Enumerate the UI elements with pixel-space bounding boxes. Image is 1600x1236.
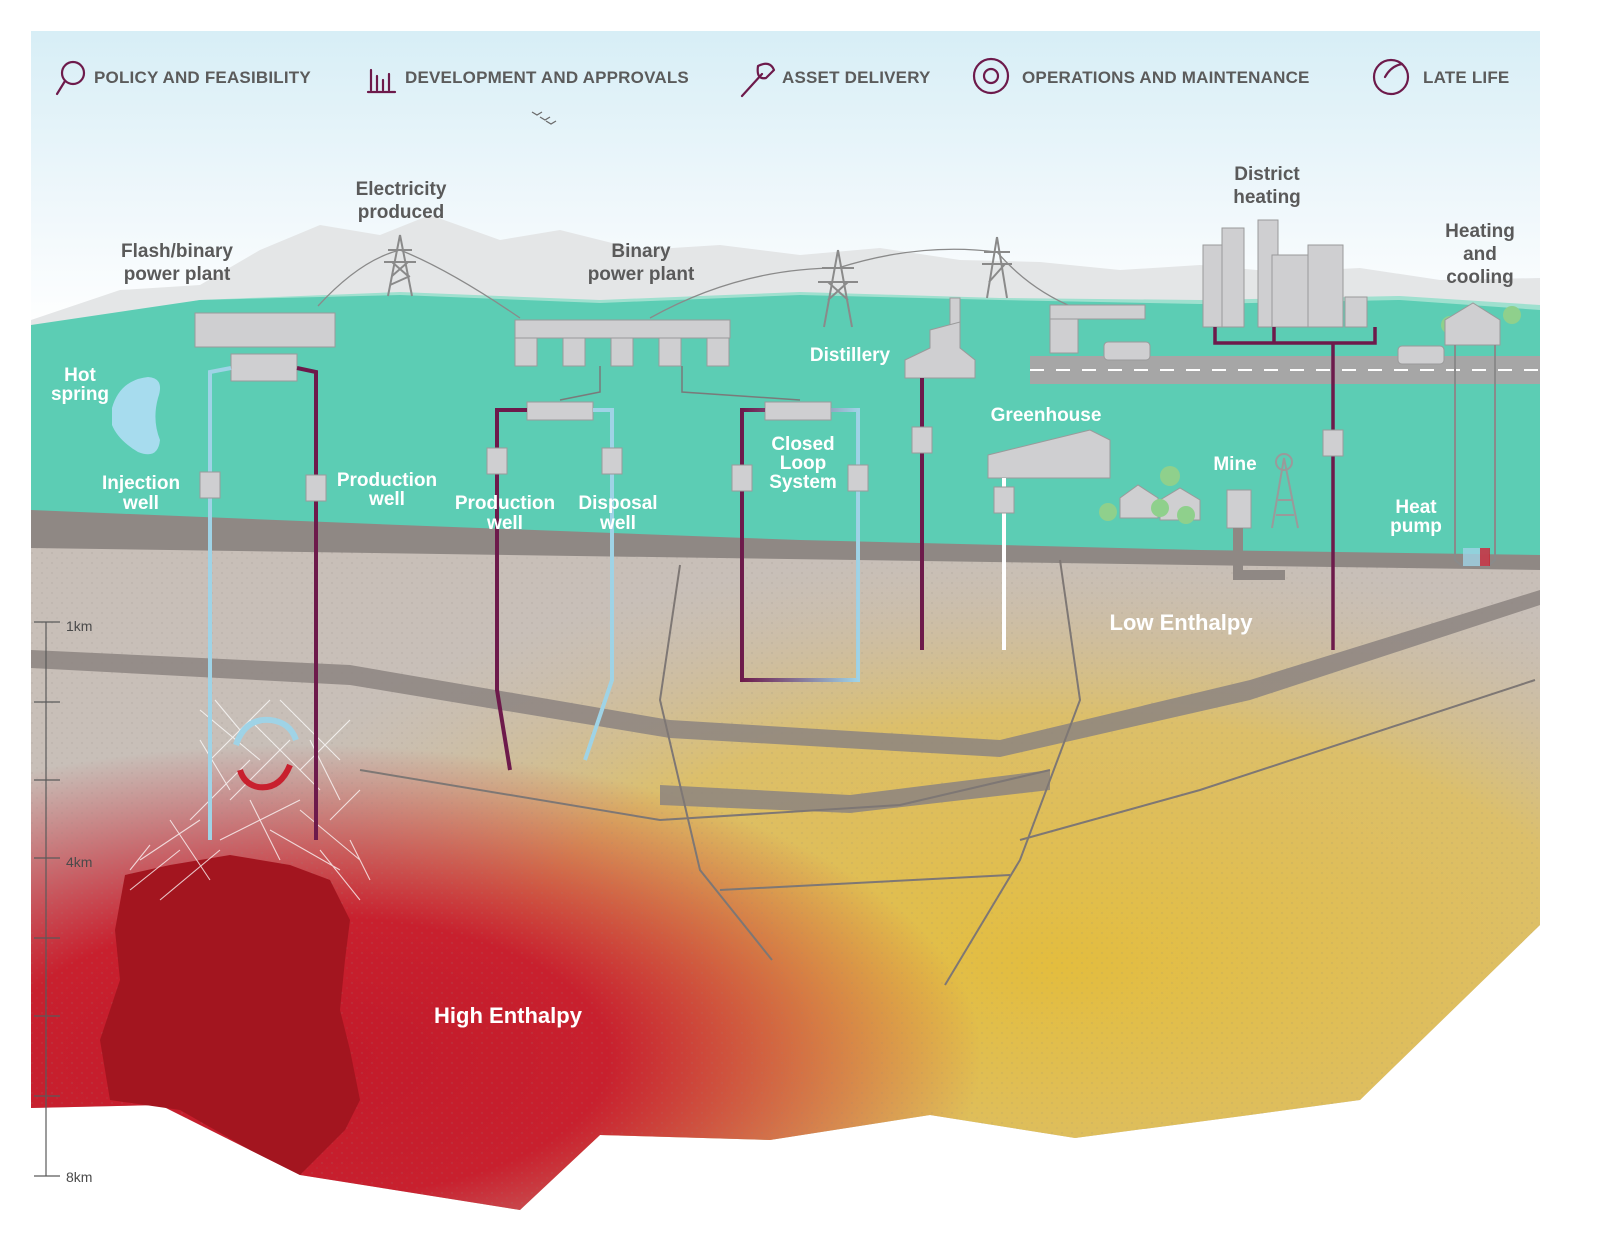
phase-asset-label: ASSET DELIVERY [782,68,931,87]
district-heating-label-line2: heating [1233,187,1301,208]
injection-well-label-line2: well [122,493,159,514]
depth-scale [34,621,60,1177]
hot-spring [112,377,161,455]
wrench-icon [740,62,776,98]
car-2 [1397,345,1445,365]
hot-spring-label-line2: spring [51,384,109,405]
service-station [1049,304,1146,320]
closed-loop-label-line3: System [769,472,837,493]
strata-band-1 [31,590,1540,757]
district-heating-pipe [1213,327,1377,650]
district-heating-label-line1: District [1234,164,1300,185]
hot-flow-arrow [237,763,293,791]
injection-wellhead [199,471,221,499]
distillery-label: Distillery [810,345,891,366]
mine-headframe [1271,457,1299,529]
binary-plant [514,319,731,367]
production-well-1-label-line1: Production [337,470,437,491]
production-well-2-label-line2: well [486,513,523,534]
closed-loop-pipe [740,408,860,682]
village-houses [1119,484,1201,521]
greenhouse-label: Greenhouse [991,405,1102,426]
production-wellhead-1 [305,474,327,502]
magnifier-icon [55,60,86,96]
city-buildings [1202,219,1368,328]
mine-shaft [1233,528,1285,580]
depth-label-1km: 1km [66,618,92,634]
heat-pump-label-line2: pump [1390,516,1442,537]
strata-band-2 [660,770,1050,813]
heating-cooling-label-line2: and [1463,244,1497,265]
heat-pump-label-line1: Heat [1395,497,1437,518]
closed-loop-label-line2: Loop [780,453,826,474]
cold-flow-arrow [233,716,299,747]
phase-operations-label: OPERATIONS AND MAINTENANCE [1022,68,1310,87]
electricity-label-line1: Electricity [356,179,447,200]
magma-body [100,855,360,1175]
flash-plant-label-line2: power plant [124,264,231,285]
closed-loop-unit [764,401,832,421]
closed-loop-label-line1: Closed [771,434,834,455]
gear-leaf-icon [1372,58,1410,96]
phase-development-label: DEVELOPMENT AND APPROVALS [405,68,689,87]
electricity-label-line2: produced [358,202,445,223]
high-enthalpy-label: High Enthalpy [434,1003,583,1028]
heat-pump-house [1444,302,1501,346]
production-well-2-label-line1: Production [455,493,555,514]
hot-spring-label-line1: Hot [64,365,96,386]
disposal-well-label-line1: Disposal [578,493,657,514]
greenhouse [987,429,1111,479]
production-pipe-2 [495,408,527,771]
disposal-pipe [583,408,614,761]
fault-lines [359,679,1536,841]
depth-label-4km: 4km [66,854,92,870]
flash-plant-label-line1: Flash/binary [121,241,233,262]
binary-plant-label-line2: power plant [588,264,695,285]
flash-plant [194,312,336,348]
binary-plant-label-line1: Binary [611,241,671,262]
disposal-well-label-line2: well [599,513,636,534]
mine-building [1226,489,1252,529]
phase-policy-label: POLICY AND FEASIBILITY [94,68,311,87]
depth-label-8km: 8km [66,1169,92,1185]
heating-cooling-label-line1: Heating [1445,221,1515,242]
distillery [904,297,976,379]
phase-late-life-label: LATE LIFE [1423,68,1509,87]
power-lines [317,248,1076,319]
production-well-1-label-line2: well [368,489,405,510]
injection-well-label-line1: Injection [102,473,180,494]
car-1 [1103,341,1151,361]
birds [531,111,557,125]
bar-chart-icon [366,68,397,94]
fault-curves [658,559,1082,986]
fracture-network [129,699,371,901]
gear-cycle-icon [972,57,1010,95]
heating-cooling-label-line3: cooling [1446,267,1514,288]
mine-label: Mine [1213,454,1256,475]
low-enthalpy-label: Low Enthalpy [1110,610,1254,635]
